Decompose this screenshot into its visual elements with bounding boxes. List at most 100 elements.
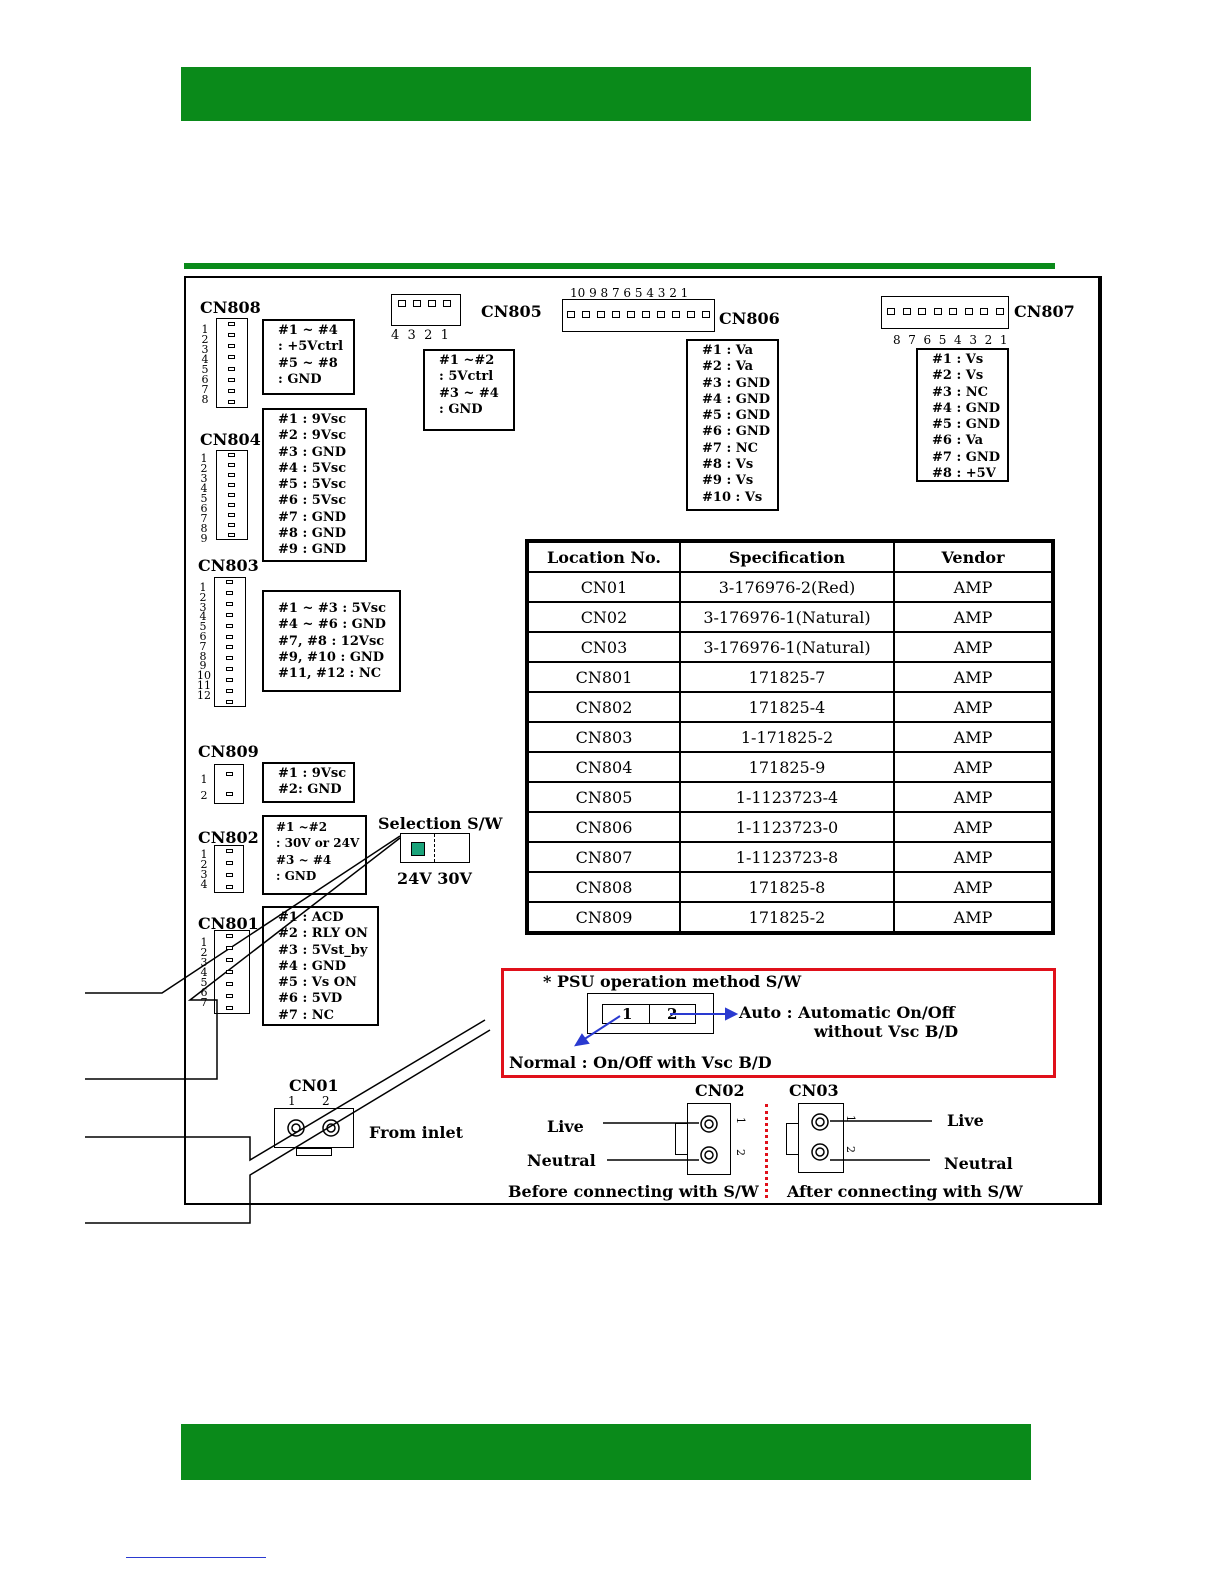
cn803-pin-number: 12: [197, 688, 211, 702]
cn802-pin-desc: : GND: [276, 868, 317, 883]
cn809-pin-slot: [226, 792, 233, 796]
cn803-pin-slot: [226, 602, 233, 607]
cn803-pin-slot: [226, 656, 233, 661]
cn806-label: CN806: [719, 309, 780, 328]
cn803-pin-number: 7: [199, 639, 207, 653]
cn803-pin-slot: [226, 677, 233, 682]
table-cell: 3-176976-1(Natural): [679, 601, 895, 633]
cn803-pin-desc: #1 ~ #3 : 5Vsc: [278, 601, 387, 616]
cn808-pin-number: 3: [201, 343, 209, 356]
cn803-pin-slot: [226, 591, 233, 596]
cn809-pin-number: 2: [200, 789, 208, 802]
cn03-pin1: 1: [844, 1115, 857, 1122]
cn805-label: CN805: [481, 302, 542, 321]
cn808-pin-slot: [228, 377, 235, 382]
cn807-pin-desc: #6 : Va: [932, 433, 984, 449]
table-cell: AMP: [893, 751, 1054, 783]
cn809-pin-desc: #1 : 9Vsc: [278, 766, 347, 781]
cn804-label: CN804: [200, 430, 261, 449]
cn807-pin-slot: [995, 308, 1004, 315]
cn807-pin-slot: [902, 308, 911, 315]
cn804-pin-number: 6: [200, 502, 208, 515]
cn808-pin-desc: #1 ~ #4: [278, 323, 338, 338]
table-cell: 171825-7: [679, 661, 895, 693]
cn804-pin-desc: #1 : 9Vsc: [278, 412, 347, 427]
table-cell: 3-176976-1(Natural): [679, 631, 895, 663]
cn804-pin-slot: [228, 493, 235, 497]
cn808-pin-number: 8: [201, 393, 209, 406]
cn804-pin-slot: [228, 473, 235, 477]
cn803-pin-desc: #11, #12 : NC: [278, 666, 382, 682]
cn805-pin-desc: : GND: [439, 401, 483, 417]
cn806-pin-desc: #4 : GND: [702, 391, 771, 407]
cn803-pin-number: 2: [199, 590, 207, 604]
cn801-pin-number: 7: [200, 996, 208, 1009]
cn806-pin-box: #1 : Va#2 : Va#3 : GND#4 : GND#5 : GND#6…: [686, 339, 779, 511]
cn803-pin-slot: [226, 580, 233, 585]
table-cell: AMP: [893, 571, 1054, 603]
table-cell: 1-171825-2: [679, 721, 895, 753]
cn804-pin-slot: [228, 453, 235, 457]
cn804-pin-number: 8: [200, 522, 208, 535]
table-cell: CN801: [526, 661, 681, 693]
cn03-label: CN03: [789, 1081, 839, 1100]
cn802-pin-slot: [226, 885, 233, 889]
cn808-pin-number: 7: [201, 383, 209, 396]
cn805-pin-slot: [428, 300, 436, 307]
cn802-pin-box: #1 ~#2: 30V or 24V#3 ~ #4: GND: [262, 815, 367, 895]
cn805-pin-slot: [398, 300, 406, 307]
cn808-pin-number: 2: [201, 333, 209, 346]
cn808-pin-slot: [228, 321, 235, 326]
table-cell: Vendor: [893, 540, 1054, 573]
cn802-pin-desc: #3 ~ #4: [276, 852, 332, 867]
cn803-pin-desc: #9, #10 : GND: [278, 649, 385, 665]
cn807-pin-box: #1 : Vs#2 : Vs#3 : NC#4 : GND#5 : GND#6 …: [916, 348, 1009, 482]
cn03-caption: After connecting with S/W: [787, 1182, 1023, 1201]
cn804-pin-number: 5: [200, 492, 208, 505]
cn01-tab: [296, 1148, 332, 1156]
cn801-pin-slot: [226, 958, 233, 962]
cn807-pin-numbers: 8 7 6 5 4 3 2 1: [893, 333, 1008, 347]
cn804-pin-desc: #5 : 5Vsc: [278, 477, 347, 493]
cn805-pin-desc: #3 ~ #4: [439, 385, 499, 401]
cn803-label: CN803: [198, 556, 259, 575]
table-cell: AMP: [893, 841, 1054, 873]
cn804-pin-slot: [228, 533, 235, 537]
table-cell: Specification: [679, 540, 895, 573]
cn801-pin-slot: [226, 1006, 233, 1010]
cn03-latch: [786, 1123, 799, 1155]
selection-switch[interactable]: [400, 833, 470, 863]
cn805-pin-numbers: 4 3 2 1: [391, 328, 449, 343]
cn804-pin-desc: #9 : GND: [278, 542, 347, 558]
cn802-pin-slot: [226, 861, 233, 865]
cn807-pin-desc: #7 : GND: [932, 449, 1001, 465]
cn807-pin-slot: [918, 308, 926, 315]
table-cell: AMP: [893, 601, 1054, 633]
cn801-pin-slot: [226, 934, 233, 938]
cn807-pin-desc: #2 : Vs: [932, 368, 984, 384]
table-cell: AMP: [893, 871, 1054, 903]
cn807-pin-desc: #3 : NC: [932, 384, 989, 400]
cn803-pin-number: 3: [199, 600, 207, 614]
cn02-neutral: Neutral: [527, 1151, 596, 1170]
cn803-pin-slot: [226, 634, 233, 639]
cn801-pin-box: #1 : ACD#2 : RLY ON#3 : 5Vst_by#4 : GND#…: [262, 906, 379, 1026]
cn809-pin-slot: [226, 772, 233, 776]
cn806-pin-slot: [657, 311, 665, 318]
cn01-label: CN01: [289, 1076, 339, 1095]
cn808-pin-slot: [228, 366, 235, 371]
footer-underline: [126, 1557, 266, 1558]
cn808-pin-number: 1: [201, 323, 209, 336]
table-cell: Location No.: [526, 540, 681, 573]
cn801-pin-desc: #2 : RLY ON: [278, 926, 368, 942]
